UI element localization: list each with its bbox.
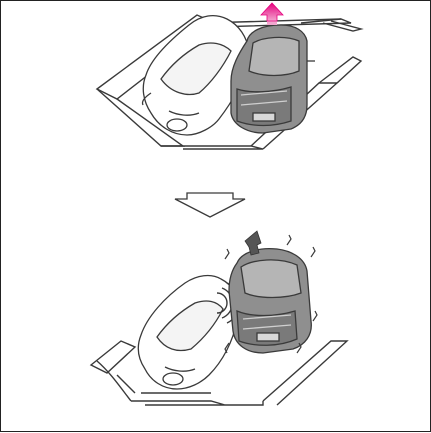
dark-car-bottom <box>229 249 311 353</box>
white-car-bottom <box>138 276 239 389</box>
bottom-scene <box>91 231 347 405</box>
down-arrow-icon <box>175 193 245 217</box>
gray-backing-arrow-icon <box>245 231 261 255</box>
top-scene <box>97 3 361 149</box>
